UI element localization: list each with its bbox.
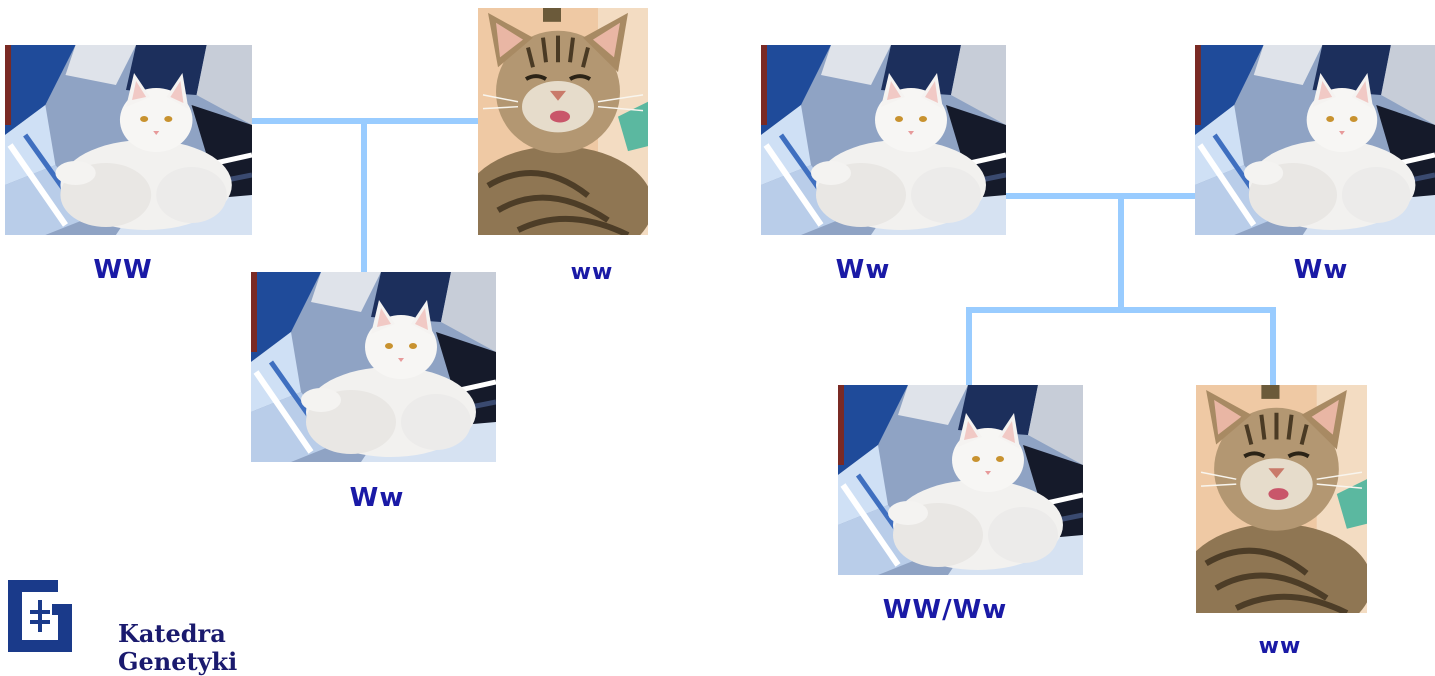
left-parent2-genotype: ww	[570, 260, 614, 285]
left-parent1-genotype: WW	[93, 255, 153, 285]
right-parent1-genotype: Ww	[835, 255, 891, 285]
logo-line2: Genetyki	[118, 647, 238, 676]
right-parent1-photo	[761, 45, 1006, 235]
right-child1-photo	[838, 385, 1083, 575]
university-logo	[0, 570, 110, 664]
right-cross-child2-drop	[1270, 307, 1276, 385]
left-cross-child-connector	[361, 118, 367, 272]
right-parent2-genotype: Ww	[1293, 255, 1349, 285]
right-child2-photo	[1196, 385, 1367, 613]
left-child-genotype: Ww	[349, 483, 405, 513]
right-parent2-photo	[1195, 45, 1435, 235]
right-cross-stem-connector	[1118, 193, 1124, 307]
left-parent2-photo	[478, 8, 648, 235]
right-cross-parents-connector	[1005, 193, 1197, 199]
logo-mark-icon	[0, 570, 110, 660]
left-parent1-photo	[5, 45, 252, 235]
logo-text: Katedra Genetyki	[118, 620, 237, 676]
right-child2-genotype: ww	[1258, 634, 1302, 659]
logo-line1: Katedra	[118, 619, 226, 648]
right-cross-child1-drop	[966, 307, 972, 385]
right-cross-children-bar	[966, 307, 1276, 313]
left-child-photo	[251, 272, 496, 462]
right-child1-genotype: WW/Ww	[882, 595, 1008, 625]
